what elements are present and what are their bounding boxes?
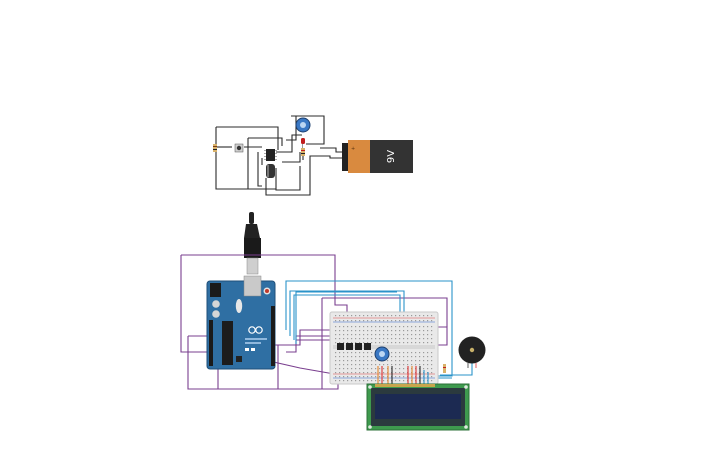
battery-plus: + — [351, 146, 355, 152]
push-button-icon — [337, 343, 371, 350]
timer-wires — [215, 115, 342, 196]
potentiometer-icon — [374, 346, 390, 362]
usb-cable-icon — [244, 212, 261, 275]
lcd-16x2-icon — [366, 383, 470, 431]
timer-circuit: 9V + — [213, 115, 413, 196]
breadboard-icon — [329, 311, 446, 385]
battery-icon: 9V + — [342, 140, 413, 173]
resistor-icon — [213, 144, 217, 152]
arduino-uno-icon — [206, 275, 276, 370]
lcd-wires — [377, 366, 429, 386]
led-icon — [301, 138, 305, 148]
piezo-buzzer-icon — [458, 336, 486, 368]
push-button-icon — [234, 143, 244, 153]
ic-555-icon — [264, 149, 277, 161]
resistor-icon — [301, 148, 305, 156]
capacitor-icon — [266, 164, 275, 178]
battery-label: 9V — [386, 150, 397, 163]
potentiometer-icon — [295, 117, 311, 133]
resistor-icon — [443, 364, 446, 373]
